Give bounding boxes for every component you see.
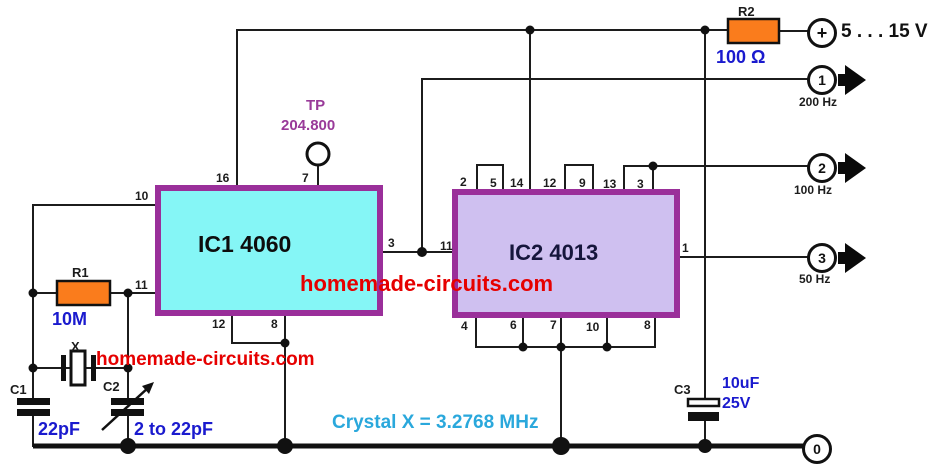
c3-capacitor-symbol [686, 397, 721, 421]
c1-label: C1 [10, 382, 27, 397]
ic2-name: IC2 4013 [509, 240, 599, 265]
ic2-pin-9: 9 [579, 176, 586, 190]
supply-voltage-label: 5 . . . 15 V [841, 21, 928, 42]
c2-trimmer-symbol [101, 382, 154, 431]
tp-frequency: 204.800 [281, 117, 336, 134]
output2-frequency: 100 Hz [794, 183, 833, 197]
watermark-center: homemade-circuits.com [300, 271, 554, 296]
ic1-pin-3: 3 [388, 236, 395, 250]
output3-frequency: 50 Hz [799, 272, 831, 286]
ic1-pin-16: 16 [216, 171, 230, 185]
output1-wire [421, 78, 808, 253]
ic2-pin-12: 12 [543, 176, 557, 190]
ic2-pin-11: 11 [440, 239, 453, 253]
ic2-pin-13: 13 [603, 177, 617, 191]
ic2-pin-3: 3 [637, 177, 644, 191]
output2-arrow-icon [838, 153, 866, 183]
ic1-pin-10: 10 [135, 189, 149, 203]
ic2-bracket-2-5 [476, 164, 504, 193]
c1-value: 22pF [38, 419, 81, 439]
output3-terminal: 3 [807, 243, 837, 273]
c2-value: 2 to 22pF [134, 419, 214, 439]
ic2-pin-2: 2 [460, 175, 467, 189]
ic2-pin-6: 6 [510, 318, 517, 332]
output3-arrow-icon [838, 243, 866, 273]
crystal-label: X [71, 339, 80, 354]
ic1-name: IC1 4060 [198, 231, 292, 257]
ground-terminal: 0 [802, 434, 832, 464]
output1-frequency: 200 Hz [799, 95, 838, 109]
ic2-pin-4: 4 [461, 319, 468, 333]
r2-resistor-body [726, 17, 781, 45]
output1-terminal: 1 [807, 65, 837, 95]
tp-circle [305, 141, 331, 167]
ic1-pin10-wire [32, 204, 159, 399]
output-arrow-icons [838, 65, 866, 273]
r1-resistor-body [55, 279, 112, 307]
crystal-note: Crystal X = 3.2768 MHz [332, 412, 539, 433]
ic2-bottom-bus [475, 314, 656, 348]
ic2-pin-8: 8 [644, 318, 651, 332]
ic2-pin-7: 7 [550, 318, 557, 332]
ic2-body [452, 189, 680, 318]
watermark-bottom: homemade-circuits.com [96, 349, 315, 370]
c3-label: C3 [674, 382, 691, 397]
ic1-body [155, 185, 383, 316]
ic2-pin-1: 1 [682, 241, 689, 255]
ic2-bracket-13-3 [623, 165, 654, 193]
c3-value: 10uF [722, 375, 760, 392]
crystal-symbol [61, 349, 96, 387]
r2-label: R2 [738, 4, 755, 19]
ic1-pin-7: 7 [302, 171, 309, 185]
ic1-pin-11: 11 [135, 278, 148, 292]
r1-label: R1 [72, 265, 89, 280]
output2-terminal: 2 [807, 153, 837, 183]
supply-plus-terminal: + [807, 18, 837, 48]
ic1-pin-12: 12 [212, 317, 226, 331]
c3-rating: 25V [722, 395, 751, 412]
ic2-bracket-12-9 [564, 164, 594, 193]
ic1-pin-8: 8 [271, 317, 278, 331]
r2-value: 100 Ω [716, 47, 766, 67]
r1-value: 10M [52, 309, 88, 329]
ic1-bracket-12-8 [231, 312, 286, 344]
junction-dots [28, 25, 712, 455]
tp-label: TP [306, 97, 326, 114]
ic2-pin-14: 14 [510, 176, 524, 190]
c2-label: C2 [103, 379, 120, 394]
ic2-pin-5: 5 [490, 176, 497, 190]
output1-arrow-icon [838, 65, 866, 95]
c1-capacitor-symbol [17, 398, 50, 416]
ic2-pin-10: 10 [586, 320, 600, 334]
